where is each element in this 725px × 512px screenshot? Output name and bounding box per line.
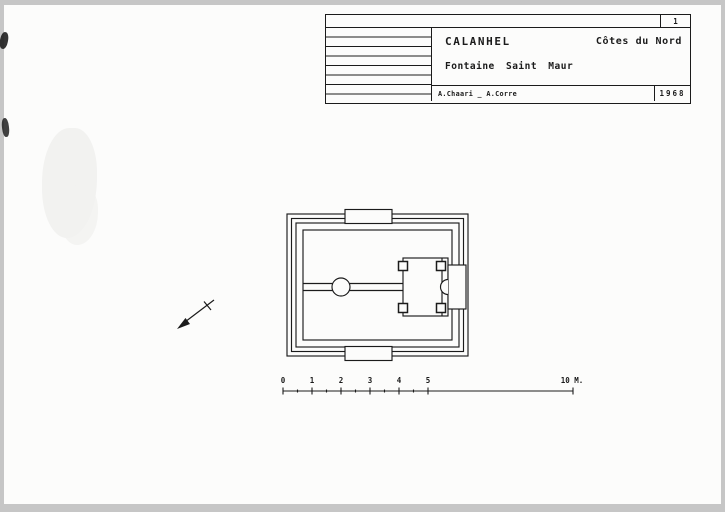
niche [447, 264, 467, 310]
corner-post [397, 302, 409, 314]
title-block: 1 CALANHEL Côtes du Nord Fontaine Saint … [325, 14, 691, 104]
scale-label: 3 [368, 376, 373, 385]
sheet-number-box: 1 [660, 15, 690, 27]
scale-label: 5 [426, 376, 431, 385]
niche-apse [440, 278, 449, 296]
authors-label: A.Chaari _ A.Corre [438, 90, 518, 98]
scan-smudge [60, 185, 98, 245]
scale-end-label: 10 M. [561, 376, 584, 385]
north-arrow [177, 299, 215, 329]
corner-post [397, 260, 409, 272]
subject-label: Fontaine Saint Maur [445, 61, 574, 72]
top-step [344, 208, 393, 225]
title-block-body: CALANHEL Côtes du Nord Fontaine Saint Ma… [326, 28, 690, 101]
fountain-plan [286, 208, 469, 362]
year-box: 1968 [654, 86, 690, 101]
well-circle [331, 277, 351, 297]
revision-lines [326, 28, 432, 101]
scale-label: 4 [397, 376, 402, 385]
north-arrow-tick [203, 301, 212, 311]
year-label: 1968 [659, 89, 686, 98]
scale-label: 1 [310, 376, 315, 385]
scale-bar: 0 1 2 3 4 5 10 M. [281, 376, 584, 395]
department-label: Côtes du Nord [595, 36, 682, 47]
corner-post [435, 302, 447, 314]
title-block-top-strip: 1 [326, 15, 690, 28]
scale-label: 2 [339, 376, 344, 385]
scale-label: 0 [281, 376, 286, 385]
bottom-step [344, 345, 393, 362]
sheet-number: 1 [673, 16, 678, 26]
title-block-main: CALANHEL Côtes du Nord Fontaine Saint Ma… [433, 28, 690, 74]
title-block-bottom-strip: A.Chaari _ A.Corre 1968 [432, 85, 690, 101]
north-arrow-head [177, 318, 190, 329]
commune-label: CALANHEL [445, 35, 511, 48]
corner-post [435, 260, 447, 272]
